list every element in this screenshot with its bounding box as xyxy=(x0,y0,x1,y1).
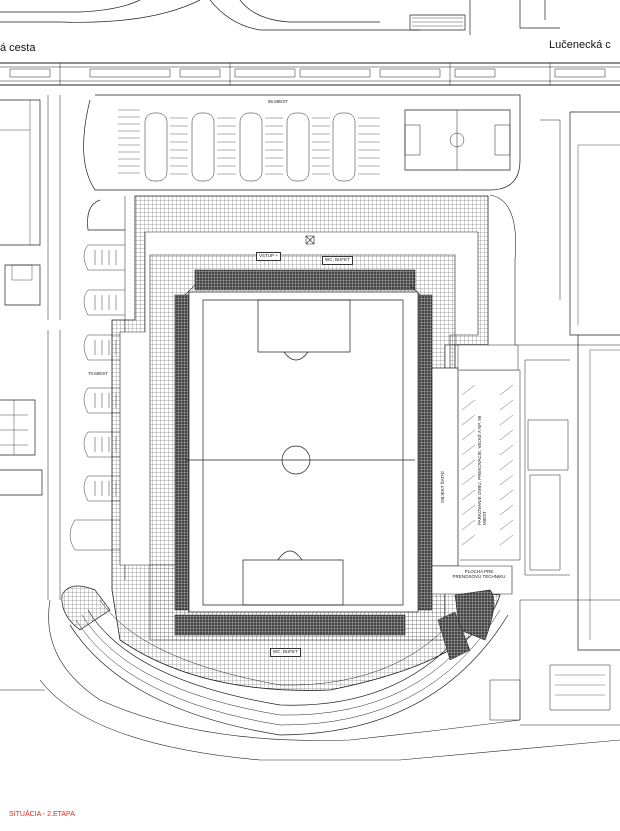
parking-lot-top xyxy=(95,95,520,190)
stand-west xyxy=(175,295,189,610)
locker-building-label: OBJEKT ŠATNÍ xyxy=(440,471,445,503)
wc-buffet-top-label: WC, BUFET xyxy=(322,256,353,265)
parking-rows-top xyxy=(145,113,355,181)
locker-building xyxy=(432,345,518,566)
street-label-right: Lučenecká c xyxy=(549,39,611,51)
parking-bays-left xyxy=(70,245,125,550)
left-building-bottom xyxy=(0,400,35,455)
curved-stand xyxy=(62,586,508,735)
parking-count-top: 86 MIEST xyxy=(268,99,289,104)
transmission-area xyxy=(432,566,512,594)
stand-south xyxy=(175,615,405,635)
stand-east xyxy=(418,295,432,610)
entrance-marker xyxy=(306,236,314,244)
right-building-top xyxy=(570,112,620,335)
stands xyxy=(175,270,432,635)
transmission-area-label: PLOCHA PRE PRENOSOVÚ TECHNIKU xyxy=(452,569,506,579)
parking-right-label: PARKOVANIE OVBÚ, PREKOVACIE, VEĽKÉ A NP,… xyxy=(477,415,487,525)
right-building-bottom xyxy=(578,335,620,650)
wc-buffet-bottom-label: WC, BUFET xyxy=(270,648,301,657)
stand-north xyxy=(195,270,415,290)
training-pitch xyxy=(405,110,510,170)
drawing-caption: SITUÁCIA - 2.ETAPA xyxy=(9,811,75,818)
parking-count-left: 70 MIEST xyxy=(88,371,109,376)
top-road-curve xyxy=(0,0,200,22)
football-field xyxy=(185,292,418,612)
street-label-left: á cesta xyxy=(0,42,36,54)
left-building-top xyxy=(0,100,40,245)
entrance-label: VSTUP + xyxy=(256,252,281,261)
